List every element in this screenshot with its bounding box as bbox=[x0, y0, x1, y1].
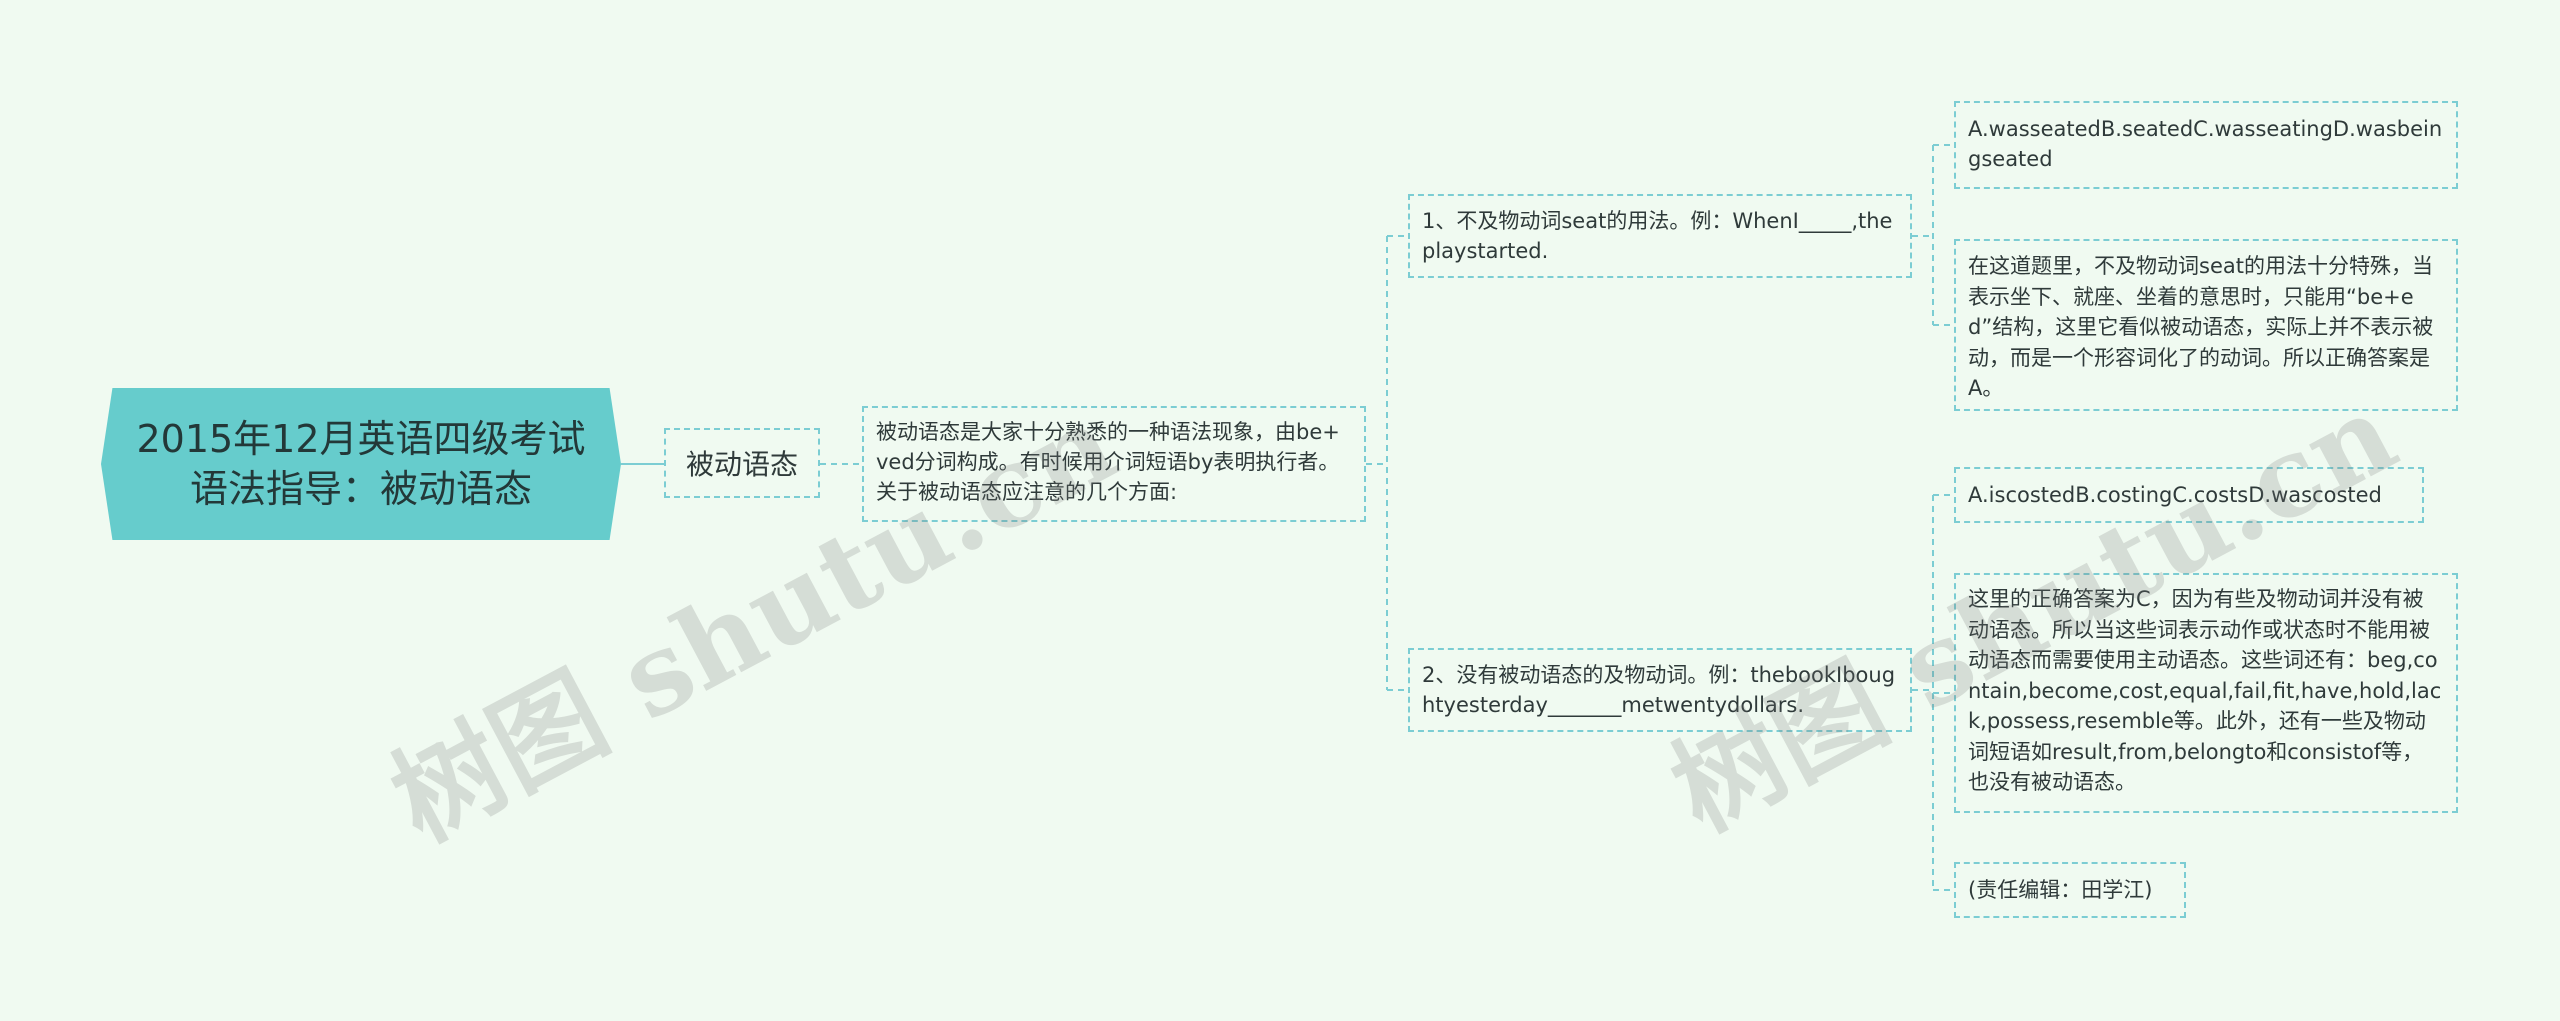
branch-node-no-passive-verbs[interactable]: 2、没有被动语态的及物动词。例：thebookIboughtyesterday_… bbox=[1408, 648, 1912, 732]
editor-credit-text: (责任编辑：田学江) bbox=[1968, 878, 2153, 902]
root-node[interactable]: 2015年12月英语四级考试语法指导：被动语态 bbox=[101, 388, 621, 540]
root-node-label: 2015年12月英语四级考试语法指导：被动语态 bbox=[136, 417, 586, 511]
answer-options-text: A.wasseatedB.seatedC.wasseatingD.wasbein… bbox=[1968, 117, 2443, 171]
answer-options-node-2[interactable]: A.iscostedB.costingC.costsD.wascosted bbox=[1954, 467, 2424, 523]
topic-node-passive-voice[interactable]: 被动语态 bbox=[664, 428, 820, 498]
explanation-text: 在这道题里，不及物动词seat的用法十分特殊，当表示坐下、就座、坐着的意思时，只… bbox=[1968, 254, 2434, 400]
connector-branch1-children bbox=[1912, 144, 1954, 326]
branch-node-label: 2、没有被动语态的及物动词。例：thebookIboughtyesterday_… bbox=[1422, 663, 1896, 717]
answer-options-text: A.iscostedB.costingC.costsD.wascosted bbox=[1968, 483, 2382, 507]
intro-node-text: 被动语态是大家十分熟悉的一种语法现象，由be+ved分词构成。有时候用介词短语b… bbox=[876, 420, 1340, 504]
editor-credit-node[interactable]: (责任编辑：田学江) bbox=[1954, 862, 2186, 918]
branch-node-label: 1、不及物动词seat的用法。例：WhenI_____,theplaystart… bbox=[1422, 209, 1893, 263]
answer-options-node-1[interactable]: A.wasseatedB.seatedC.wasseatingD.wasbein… bbox=[1954, 101, 2458, 189]
topic-node-label: 被动语态 bbox=[685, 448, 798, 481]
explanation-node-2[interactable]: 这里的正确答案为C，因为有些及物动词并没有被动语态。所以当这些词表示动作或状态时… bbox=[1954, 573, 2458, 813]
connector-level2-branches bbox=[1366, 235, 1408, 691]
branch-node-seat-usage[interactable]: 1、不及物动词seat的用法。例：WhenI_____,theplaystart… bbox=[1408, 194, 1912, 278]
explanation-node-1[interactable]: 在这道题里，不及物动词seat的用法十分特殊，当表示坐下、就座、坐着的意思时，只… bbox=[1954, 239, 2458, 411]
connector-branch2-children bbox=[1912, 494, 1954, 891]
intro-node[interactable]: 被动语态是大家十分熟悉的一种语法现象，由be+ved分词构成。有时候用介词短语b… bbox=[862, 406, 1366, 522]
explanation-text: 这里的正确答案为C，因为有些及物动词并没有被动语态。所以当这些词表示动作或状态时… bbox=[1968, 587, 2442, 794]
